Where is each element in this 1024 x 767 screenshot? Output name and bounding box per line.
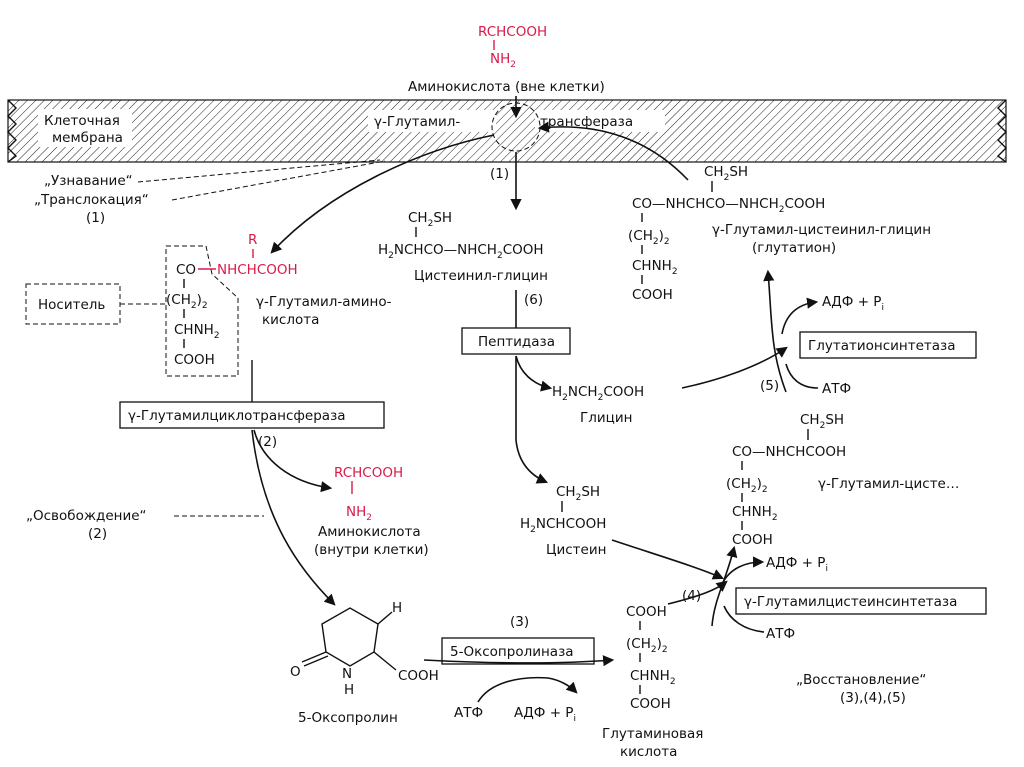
glucys-ch2: (CH2)2: [726, 476, 768, 495]
gsh-chain: CO—NHCHCO—NHCH2COOH: [632, 196, 825, 215]
step5-label: (5): [760, 378, 779, 394]
glucys-cooh: COOH: [732, 532, 773, 548]
release-step: (2): [88, 526, 107, 542]
cys-chain: H2NCHCOOH: [520, 516, 606, 535]
cell-membrane: Клеточная мембрана γ-Глутамил- трансфера…: [7, 99, 1007, 163]
gsh-ch2: (CH2)2: [628, 228, 670, 247]
carrier-label: Носитель: [38, 297, 105, 313]
step1-label: (1): [490, 166, 509, 182]
atf-step4: АТФ: [766, 626, 795, 642]
cysgly-ch2sh: CH2SH: [408, 210, 452, 229]
glucys-label: γ-Глутамил-цисте…: [818, 476, 959, 492]
glutathione-synthetase-box: [799, 331, 977, 359]
glutamic-acid: COOH (CH2)2 CHNH2 COOH Глутаминовая кисл…: [602, 604, 703, 760]
glu-label2: кислота: [620, 744, 677, 760]
restoration-line1: „Восстановление“: [796, 672, 926, 688]
glu-aa-chnh2: CHNH2: [174, 322, 220, 341]
internal-amino-acid: RCHCOOH NH2 Аминокислота (внутри клетки): [314, 465, 429, 558]
gsh-label2: (глутатион): [752, 240, 836, 256]
oxoproline-h: H: [392, 600, 402, 616]
gsh-cooh: COOH: [632, 287, 673, 303]
adp-pi-mid: АДФ + Pi: [766, 555, 828, 574]
oxoprolinase-box: [441, 637, 595, 665]
recognition-line1: „Узнавание“: [44, 173, 133, 189]
release-note: „Освобождение“ (2): [26, 508, 264, 542]
glycine-label: Глицин: [580, 410, 632, 426]
gsh-label1: γ-Глутамил-цистеинил-глицин: [712, 222, 931, 238]
gsh-ch2sh: CH2SH: [704, 164, 748, 183]
int-aa-formula: RCHCOOH: [334, 465, 403, 481]
oxoproline-n: N: [342, 666, 352, 682]
glu-cooh: COOH: [630, 696, 671, 712]
glutathione: CH2SH CO—NHCHCO—NHCH2COOH (CH2)2 CHNH2 C…: [628, 164, 931, 303]
gamma-glutamyl-cysteine: CH2SH CO—NHCHCOOH (CH2)2 CHNH2 COOH γ-Гл…: [726, 412, 959, 548]
membrane-label-line2: мембрана: [52, 130, 123, 146]
glu-aa-label2: кислота: [262, 312, 319, 328]
peptidase-box: [461, 327, 571, 355]
ext-aa-formula: RCHCOOH: [478, 24, 547, 40]
cys-label: Цистеин: [546, 542, 606, 558]
cyclotransferase-box: [119, 401, 385, 429]
step3-label: (3): [510, 614, 529, 630]
glu-aa-r: R: [248, 232, 257, 248]
restoration-line2: (3),(4),(5): [840, 690, 906, 706]
glutamylcysteine-synthetase-box: [735, 587, 987, 615]
glu-aa-ch2: (CH2)2: [166, 292, 208, 311]
glutamylcysteine-synthetase-label: γ-Глутамилцистеинсинтетаза: [744, 594, 957, 610]
oxoproline-label: 5-Оксопролин: [298, 710, 398, 726]
cysteinyl-glycine: CH2SH H2NCHCO—NHCH2COOH Цистеинил-глицин: [378, 210, 548, 284]
cysgly-label: Цистеинил-глицин: [414, 268, 548, 284]
recognition-line2: „Транслокация“: [34, 192, 149, 208]
glycine-formula: H2NCH2COOH: [552, 384, 644, 403]
int-aa-label2: (внутри клетки): [314, 542, 429, 558]
transferase-label-left: γ-Глутамил-: [374, 114, 460, 130]
glucys-ch2sh: CH2SH: [800, 412, 844, 431]
int-aa-nh2: NH2: [346, 504, 372, 523]
ext-aa-nh2: NH2: [490, 51, 516, 70]
atf-step5: АТФ: [822, 381, 851, 397]
glutathione-synthetase-label: Глутатионсинтетаза: [808, 338, 956, 354]
oxoprolinase-label: 5-Оксопролиназа: [450, 644, 574, 660]
glu-cooh-top: COOH: [626, 604, 667, 620]
glu-label1: Глутаминовая: [602, 726, 703, 742]
oxoproline-cooh: COOH: [398, 668, 439, 684]
adp-pi-top: АДФ + Pi: [822, 294, 884, 313]
cysgly-chain: H2NCHCO—NHCH2COOH: [378, 242, 544, 261]
glucys-chain: CO—NHCHCOOH: [732, 444, 846, 460]
glu-ch2: (CH2)2: [626, 636, 668, 655]
glucys-chnh2: CHNH2: [732, 504, 778, 523]
atf-step3: АТФ: [454, 705, 483, 721]
step6-label: (6): [524, 292, 543, 308]
ext-aa-label: Аминокислота (вне клетки): [408, 79, 605, 95]
step2-label: (2): [258, 434, 277, 450]
gamma-glutamyl-amino-acid: R CO NHCHCOOH (CH2)2 CHNH2 COOH γ-Глутам…: [166, 232, 392, 368]
oxoproline-nh-h: H: [344, 682, 354, 698]
carrier: Носитель: [25, 245, 239, 377]
recognition-note: „Узнавание“ „Транслокация“ (1): [34, 159, 386, 226]
cysteine: CH2SH H2NCHCOOH Цистеин: [520, 484, 606, 558]
release-line1: „Освобождение“: [26, 508, 147, 524]
glu-aa-nh: NHCHCOOH: [217, 262, 298, 278]
step4-label: (4): [682, 588, 701, 604]
glycine: H2NCH2COOH Глицин: [552, 384, 644, 426]
cys-ch2sh: CH2SH: [556, 484, 600, 503]
oxoproline: O H COOH N H 5-Оксопролин: [290, 600, 439, 726]
glu-aa-co: CO: [176, 262, 196, 278]
glu-aa-cooh: COOH: [174, 352, 215, 368]
glu-aa-label1: γ-Глутамил-амино-: [256, 294, 392, 310]
adp-pi-bottom: АДФ + Pi: [514, 705, 576, 724]
external-amino-acid: RCHCOOH NH2 Аминокислота (вне клетки): [408, 24, 605, 95]
recognition-step: (1): [86, 210, 105, 226]
cyclotransferase-label: γ-Глутамилциклотрансфераза: [128, 408, 346, 424]
membrane-label-line1: Клеточная: [44, 113, 120, 129]
oxoproline-o: O: [290, 664, 301, 680]
gsh-chnh2: CHNH2: [632, 258, 678, 277]
transferase-label-right: трансфераза: [540, 114, 633, 130]
int-aa-label1: Аминокислота: [318, 524, 421, 540]
glu-chnh2: CHNH2: [630, 668, 676, 687]
restoration-note: „Восстановление“ (3),(4),(5): [796, 672, 926, 706]
peptidase-label: Пептидаза: [478, 334, 555, 350]
